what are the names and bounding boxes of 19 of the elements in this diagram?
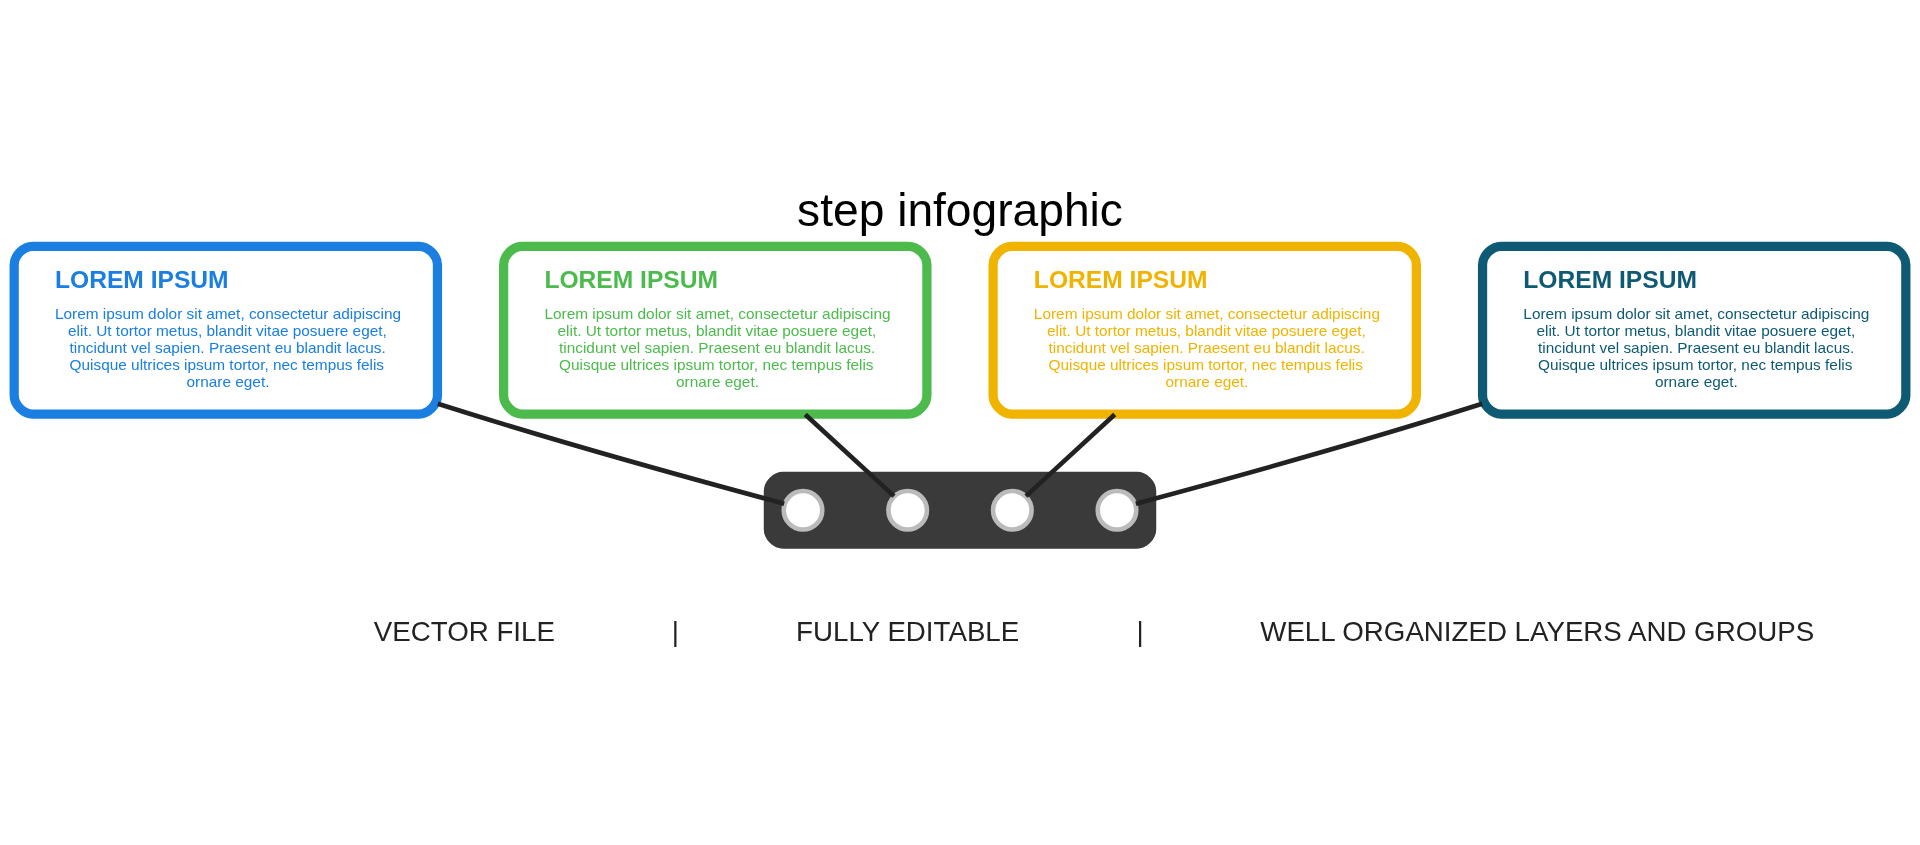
node-circle xyxy=(781,488,825,532)
label: | xyxy=(671,615,679,647)
connector xyxy=(1024,412,1117,498)
label: VECTOR FILE xyxy=(373,615,555,647)
node-box: LOREM IPSUM Lorem ipsum dolor sit amet, consectetur adipiscing elit. Ut tortor metus, blandit vitae posuere eget, tincidunt vel sapien. Praesent eu blandit lacus. Quisque ultrices ipsum tortor, nec tempus felis ornare eget. xyxy=(988,241,1421,419)
node-box: LOREM IPSUM Lorem ipsum dolor sit amet, consectetur adipiscing elit. Ut tortor metus, blandit vitae posuere eget, tincidunt vel sapien. Praesent eu blandit lacus. Quisque ultrices ipsum tortor, nec tempus felis ornare eget. xyxy=(9,241,443,419)
node-box: LOREM IPSUM Lorem ipsum dolor sit amet, consectetur adipiscing elit. Ut tortor metus, blandit vitae posuere eget, tincidunt vel sapien. Praesent eu blandit lacus. Quisque ultrices ipsum tortor, nec tempus felis ornare eget. xyxy=(1477,241,1911,419)
label: | xyxy=(1136,615,1144,647)
label: FULLY EDITABLE xyxy=(796,615,1020,647)
label: WELL ORGANIZED LAYERS AND GROUPS xyxy=(1260,615,1815,647)
connector xyxy=(1135,401,1483,506)
connector xyxy=(437,401,785,506)
cluster xyxy=(763,471,1157,549)
connector xyxy=(803,412,896,498)
diagram-title: step infographic xyxy=(797,184,1123,237)
node-circle xyxy=(1095,488,1139,532)
node-circle xyxy=(990,488,1034,532)
node-box: LOREM IPSUM Lorem ipsum dolor sit amet, consectetur adipiscing elit. Ut tortor metus, blandit vitae posuere eget, tincidunt vel sapien. Praesent eu blandit lacus. Quisque ultrices ipsum tortor, nec tempus felis ornare eget. xyxy=(499,241,932,419)
node-circle xyxy=(886,488,930,532)
